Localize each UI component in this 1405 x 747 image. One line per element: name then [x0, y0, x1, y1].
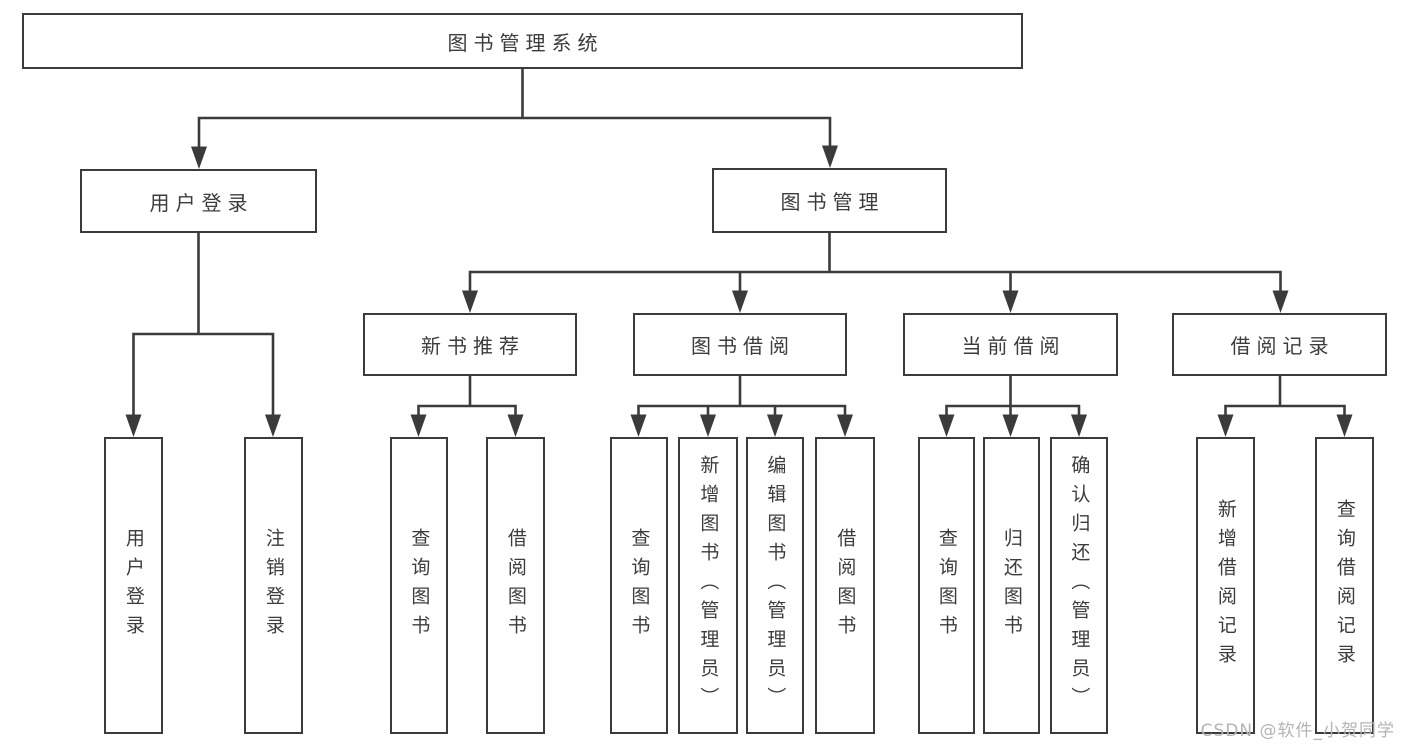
leaf-borrow-query: 查询图书 — [610, 437, 668, 734]
leaf-logout-label: 注销登录 — [262, 527, 285, 644]
leaf-newbook-borrow: 借阅图书 — [486, 437, 545, 734]
connector-user-login-to-leaves — [125, 231, 281, 437]
node-root: 图书管理系统 — [22, 13, 1023, 69]
connector-book-mgmt-to-level3 — [462, 231, 1289, 313]
node-book-borrow-label: 图书借阅 — [691, 334, 795, 358]
node-book-borrow: 图书借阅 — [633, 313, 847, 376]
node-new-book-rec-label: 新书推荐 — [421, 334, 525, 358]
connector-current-borrow-to-leaves — [938, 374, 1087, 437]
node-user-login-label: 用户登录 — [149, 190, 254, 215]
leaf-borrow-edit-admin-label: 编辑图书（管理员） — [764, 455, 787, 716]
leaf-record-add-label: 新增借阅记录 — [1214, 498, 1237, 673]
leaf-record-query: 查询借阅记录 — [1315, 437, 1374, 734]
leaf-current-query-label: 查询图书 — [935, 527, 958, 644]
leaf-record-query-label: 查询借阅记录 — [1333, 498, 1356, 673]
leaf-borrow-borrow-label: 借阅图书 — [834, 527, 857, 644]
leaf-current-query: 查询图书 — [918, 437, 975, 734]
node-borrow-record-label: 借阅记录 — [1230, 334, 1335, 358]
node-book-mgmt: 图书管理 — [712, 168, 947, 233]
connector-borrow-record-to-leaves — [1217, 374, 1353, 437]
leaf-record-add: 新增借阅记录 — [1196, 437, 1255, 734]
leaf-newbook-query: 查询图书 — [390, 437, 448, 734]
leaf-borrow-add-admin: 新增图书（管理员） — [678, 437, 738, 734]
leaf-newbook-query-label: 查询图书 — [408, 527, 431, 644]
leaf-borrow-query-label: 查询图书 — [628, 527, 651, 644]
node-book-mgmt-label: 图书管理 — [780, 190, 885, 214]
leaf-current-confirm-admin: 确认归还（管理员） — [1050, 437, 1108, 734]
leaf-user-login: 用户登录 — [104, 437, 163, 734]
leaf-current-return: 归还图书 — [983, 437, 1040, 734]
node-new-book-rec: 新书推荐 — [363, 313, 577, 376]
leaf-logout: 注销登录 — [244, 437, 303, 734]
csdn-watermark: CSDN @软件_小贺同学 — [1200, 721, 1395, 741]
node-user-login: 用户登录 — [80, 169, 317, 233]
connector-new-book-to-leaves — [410, 374, 524, 437]
leaf-borrow-edit-admin: 编辑图书（管理员） — [746, 437, 804, 734]
node-current-borrow-label: 当前借阅 — [961, 334, 1066, 358]
leaf-borrow-borrow: 借阅图书 — [815, 437, 875, 734]
node-root-label: 图书管理系统 — [447, 30, 604, 55]
leaf-current-return-label: 归还图书 — [1000, 527, 1023, 644]
leaf-borrow-add-admin-label: 新增图书（管理员） — [697, 455, 720, 716]
leaf-newbook-borrow-label: 借阅图书 — [504, 527, 527, 644]
leaf-current-confirm-admin-label: 确认归还（管理员） — [1068, 455, 1091, 716]
node-borrow-record: 借阅记录 — [1172, 313, 1387, 376]
leaf-user-login-label: 用户登录 — [122, 527, 145, 644]
connector-book-borrow-to-leaves — [630, 374, 853, 437]
connector-root-to-level2 — [191, 67, 838, 169]
node-current-borrow: 当前借阅 — [903, 313, 1118, 376]
